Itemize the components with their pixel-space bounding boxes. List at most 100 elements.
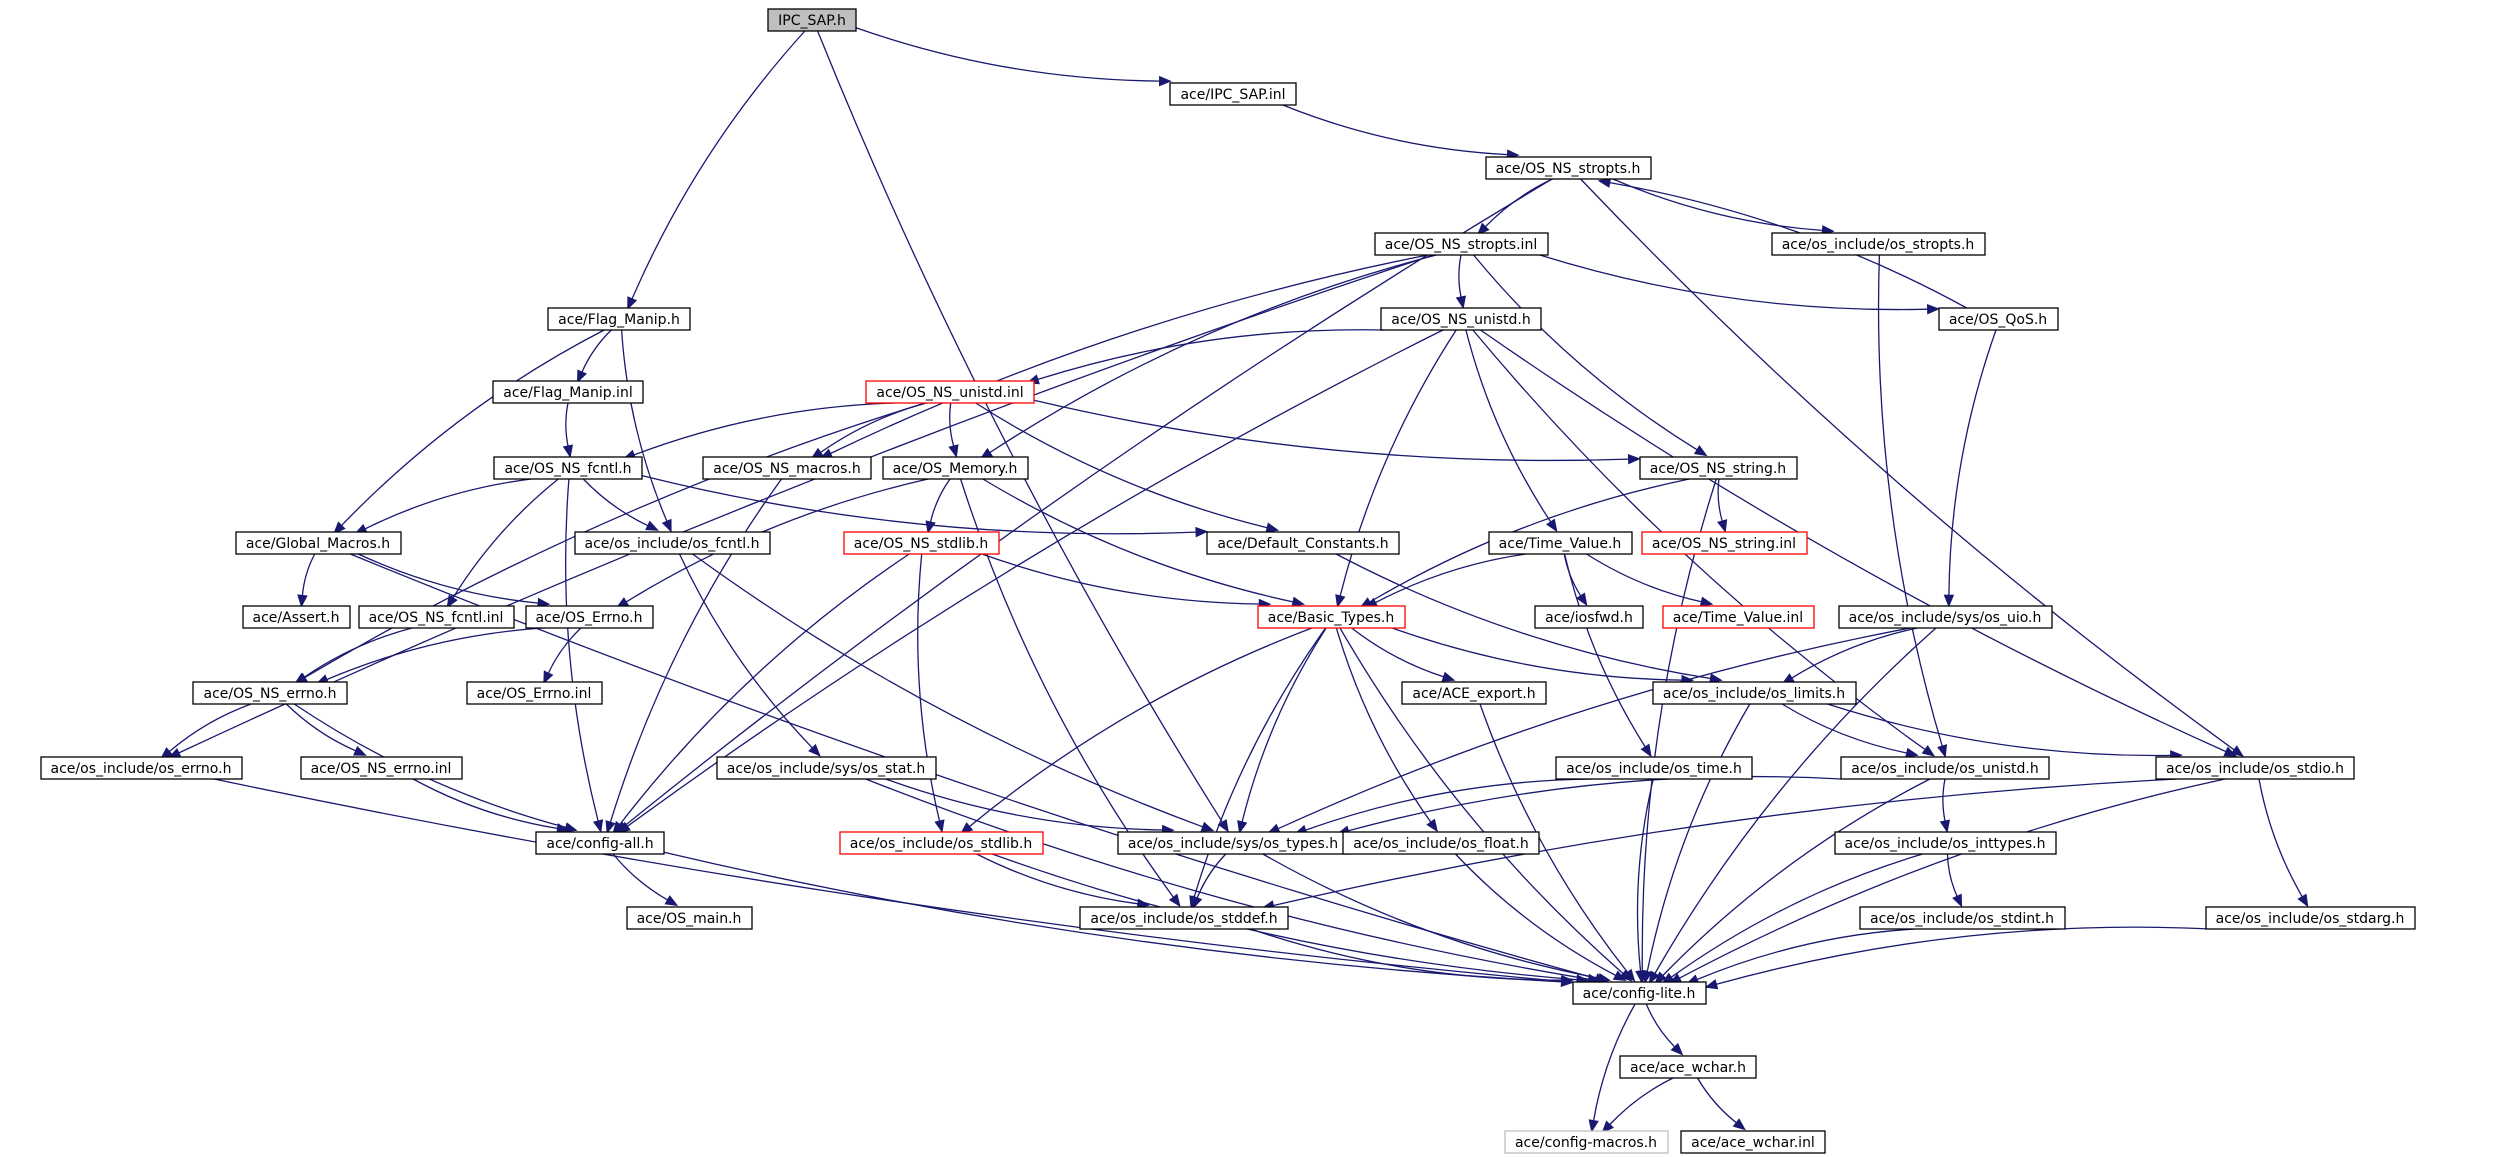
node-os-include-os-float-h[interactable]: ace/os_include/os_float.h — [1342, 831, 1540, 855]
node-os-include-os-errno-h[interactable]: ace/os_include/os_errno.h — [40, 756, 243, 780]
node-os-ns-stdlib-h[interactable]: ace/OS_NS_stdlib.h — [843, 531, 1000, 555]
arrowhead-icon — [627, 296, 638, 311]
node-os-ns-macros-h[interactable]: ace/OS_NS_macros.h — [702, 456, 872, 480]
edge-os-include-os-inttypes-h-to-os-include-os-stdint-h — [1946, 853, 1963, 908]
edge-basic-types-h-to-config-lite-h — [1339, 627, 1633, 982]
node-time-value-h[interactable]: ace/Time_Value.h — [1488, 531, 1633, 555]
node-os-ns-stropts-h[interactable]: ace/OS_NS_stropts.h — [1485, 156, 1652, 180]
edge-line — [1335, 627, 1432, 823]
arrowhead-icon — [1546, 518, 1558, 533]
node-label: ace/os_include/os_limits.h — [1663, 686, 1845, 702]
edge-os-ns-fcntl-h-to-os-ns-fcntl-inl — [446, 478, 559, 609]
arrowhead-icon — [1192, 895, 1203, 910]
node-os-include-os-stdint-h[interactable]: ace/os_include/os_stdint.h — [1859, 906, 2066, 930]
node-os-ns-fcntl-inl[interactable]: ace/OS_NS_fcntl.inl — [358, 605, 515, 629]
edge-os-include-os-time-h-to-os-include-sys-os-types-h — [1293, 778, 1593, 835]
edge-os-ns-fcntl-h-to-os-include-os-fcntl-h — [582, 478, 659, 531]
node-os-include-os-inttypes-h[interactable]: ace/os_include/os_inttypes.h — [1834, 831, 2057, 855]
edge-line — [612, 853, 668, 901]
node-default-constants-h[interactable]: ace/Default_Constants.h — [1206, 531, 1400, 555]
node-os-errno-h[interactable]: ace/OS_Errno.h — [525, 605, 654, 629]
edge-os-ns-macros-h-to-config-all-h — [605, 478, 783, 834]
node-os-ns-unistd-inl[interactable]: ace/OS_NS_unistd.inl — [865, 380, 1035, 404]
node-os-ns-errno-inl[interactable]: ace/OS_NS_errno.inl — [300, 756, 463, 780]
edge-flag-manip-h-to-os-include-os-fcntl-h — [620, 329, 672, 533]
node-box — [882, 456, 1029, 480]
edge-line — [1033, 399, 1629, 462]
edge-line — [1305, 778, 1593, 831]
node-os-include-os-fcntl-h[interactable]: ace/os_include/os_fcntl.h — [574, 531, 771, 555]
node-os-memory-h[interactable]: ace/OS_Memory.h — [882, 456, 1029, 480]
node-box — [1639, 456, 1798, 480]
node-os-qos-h[interactable]: ace/OS_QoS.h — [1938, 307, 2059, 331]
node-iosfwd-h[interactable]: ace/iosfwd.h — [1534, 605, 1644, 629]
edge-line — [1458, 254, 1462, 298]
node-config-lite-h[interactable]: ace/config-lite.h — [1572, 981, 1707, 1005]
node-os-include-os-stdlib-h[interactable]: ace/os_include/os_stdlib.h — [839, 831, 1044, 855]
node-os-main-h[interactable]: ace/OS_main.h — [626, 906, 753, 930]
node-label: ace/OS_NS_stropts.h — [1496, 161, 1641, 177]
node-os-include-os-stddef-h[interactable]: ace/os_include/os_stddef.h — [1079, 906, 1289, 930]
node-ace-wchar-inl[interactable]: ace/ace_wchar.inl — [1680, 1130, 1826, 1154]
edge-line — [989, 254, 1437, 454]
node-config-all-h[interactable]: ace/config-all.h — [535, 831, 665, 855]
edge-line — [1241, 627, 1327, 823]
node-ipc-sap-inl[interactable]: ace/IPC_SAP.inl — [1169, 82, 1297, 106]
edge-ipc-sap-h-to-ipc-sap-inl — [855, 27, 1172, 87]
node-label: ace/Basic_Types.h — [1268, 610, 1394, 626]
edge-global-macros-h-to-assert-h — [297, 553, 316, 608]
edge-line — [820, 402, 927, 453]
edge-os-ns-unistd-inl-to-default-constants-h — [975, 402, 1280, 533]
edge-line — [1646, 703, 1751, 972]
node-os-include-sys-os-uio-h[interactable]: ace/os_include/sys/os_uio.h — [1838, 605, 2053, 629]
node-os-ns-string-inl[interactable]: ace/OS_NS_string.inl — [1641, 531, 1808, 555]
node-os-include-os-time-h[interactable]: ace/os_include/os_time.h — [1555, 756, 1753, 780]
edges-layer — [159, 27, 2309, 1134]
node-ace-export-h[interactable]: ace/ACE_export.h — [1401, 681, 1547, 705]
node-box — [358, 605, 515, 629]
node-label: ace/os_include/os_stddef.h — [1090, 911, 1277, 927]
edge-line — [1948, 329, 1997, 596]
node-label: ace/OS_NS_string.inl — [1652, 536, 1796, 552]
node-flag-manip-inl[interactable]: ace/Flag_Manip.inl — [492, 380, 644, 404]
node-os-include-os-stropts-h[interactable]: ace/os_include/os_stropts.h — [1771, 232, 1986, 256]
edge-line — [609, 478, 783, 823]
node-config-macros-h[interactable]: ace/config-macros.h — [1504, 1130, 1669, 1154]
node-os-ns-fcntl-h[interactable]: ace/OS_NS_fcntl.h — [493, 456, 643, 480]
node-time-value-inl[interactable]: ace/Time_Value.inl — [1662, 605, 1815, 629]
node-os-errno-inl[interactable]: ace/OS_Errno.inl — [466, 681, 603, 705]
node-assert-h[interactable]: ace/Assert.h — [242, 605, 351, 629]
node-label: ace/OS_NS_fcntl.inl — [369, 610, 504, 626]
node-flag-manip-h[interactable]: ace/Flag_Manip.h — [547, 307, 691, 331]
node-os-ns-unistd-h[interactable]: ace/OS_NS_unistd.h — [1380, 307, 1542, 331]
node-box — [1206, 531, 1400, 555]
node-box — [1771, 232, 1986, 256]
arrowhead-icon — [1237, 820, 1248, 834]
node-os-ns-stropts-inl[interactable]: ace/OS_NS_stropts.inl — [1374, 232, 1549, 256]
node-os-include-os-unistd-h[interactable]: ace/os_include/os_unistd.h — [1840, 756, 2050, 780]
node-os-ns-string-h[interactable]: ace/OS_NS_string.h — [1639, 456, 1798, 480]
node-ace-wchar-h[interactable]: ace/ace_wchar.h — [1619, 1055, 1757, 1079]
edge-line — [1037, 329, 1385, 381]
edge-line — [865, 778, 1589, 980]
node-box — [192, 681, 348, 705]
node-os-include-sys-os-stat-h[interactable]: ace/os_include/sys/os_stat.h — [716, 756, 937, 780]
node-global-macros-h[interactable]: ace/Global_Macros.h — [235, 531, 402, 555]
edge-line — [564, 478, 599, 822]
node-basic-types-h[interactable]: ace/Basic_Types.h — [1257, 605, 1406, 629]
edge-line — [1282, 104, 1508, 156]
node-label: ace/os_include/sys/os_stat.h — [727, 761, 926, 777]
node-os-include-os-limits-h[interactable]: ace/os_include/os_limits.h — [1652, 681, 1857, 705]
node-ipc-sap-h[interactable]: IPC_SAP.h — [767, 8, 857, 32]
arrowhead-icon — [1441, 671, 1456, 682]
node-os-include-os-stdarg-h[interactable]: ace/os_include/os_stdarg.h — [2205, 906, 2416, 930]
arrowhead-icon — [1168, 893, 1181, 908]
node-box — [1485, 156, 1652, 180]
node-os-include-os-stdio-h[interactable]: ace/os_include/os_stdio.h — [2155, 756, 2355, 780]
arrowhead-icon — [1476, 222, 1490, 236]
node-os-include-sys-os-types-h[interactable]: ace/os_include/sys/os_types.h — [1117, 831, 1350, 855]
node-box — [1079, 906, 1289, 930]
edge-line — [1391, 627, 1682, 681]
node-os-ns-errno-h[interactable]: ace/OS_NS_errno.h — [192, 681, 348, 705]
